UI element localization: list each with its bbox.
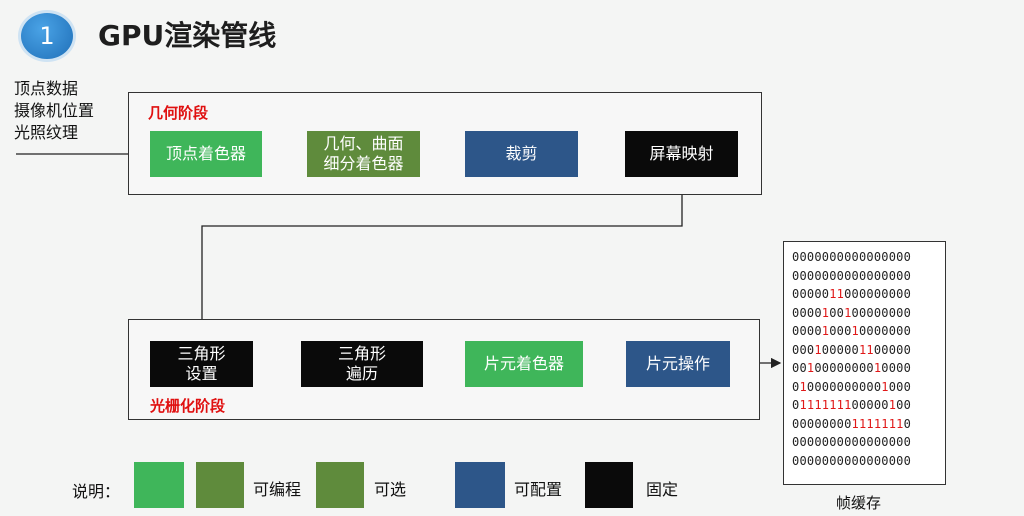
triangle-setup-node: 三角形 设置 <box>150 341 253 387</box>
triangle-setup-line2: 设置 <box>185 364 218 383</box>
screen-mapping-label: 屏幕映射 <box>649 144 714 163</box>
framebuffer-grid: 0000000000000000 0000000000000000 00000110… <box>783 241 946 485</box>
arrow-screen-mapping-to-triangle-setup <box>196 176 683 341</box>
framebuffer-row: 0111111100000100 <box>792 398 911 412</box>
legend-label-optional: 可选 <box>374 480 407 499</box>
page-title: GPU渲染管线 <box>98 19 277 52</box>
vertex-shader-node: 顶点着色器 <box>150 131 262 177</box>
clipping-node: 裁剪 <box>465 131 578 177</box>
legend-swatch-programmable-green <box>134 462 184 508</box>
clipping-label: 裁剪 <box>505 144 538 163</box>
input-camera-position: 摄像机位置 <box>14 101 95 120</box>
geometry-stage-label: 几何阶段 <box>148 104 209 122</box>
input-vertex-data: 顶点数据 <box>14 79 79 98</box>
framebuffer-row: 0100000000001000 <box>792 379 911 394</box>
framebuffer-row: 0010000000010000 <box>792 361 911 375</box>
tessellation-label-line2: 细分着色器 <box>323 154 404 173</box>
framebuffer-row: 0000000000000000 <box>792 250 911 264</box>
screen-mapping-node: 屏幕映射 <box>625 131 738 177</box>
triangle-traversal-line1: 三角形 <box>337 344 386 363</box>
step-number-badge: 1 <box>18 10 76 62</box>
input-lighting-textures: 光照纹理 <box>14 123 79 142</box>
framebuffer-row: 0000000011111110 <box>792 416 911 431</box>
framebuffer-row: 0001000001100000 <box>792 342 911 357</box>
framebuffer-row: 0000100010000000 <box>792 324 911 338</box>
fragment-shader-node: 片元着色器 <box>465 341 583 387</box>
framebuffer-row: 0000100100000000 <box>792 305 911 320</box>
legend-swatch-configurable <box>455 462 505 508</box>
pipeline-inputs: 顶点数据 摄像机位置 光照纹理 <box>14 78 94 144</box>
fragment-operations-node: 片元操作 <box>626 341 730 387</box>
legend-label-programmable: 可编程 <box>253 480 302 499</box>
rasterization-stage-label: 光栅化阶段 <box>150 397 226 415</box>
fragment-operations-label: 片元操作 <box>645 354 710 373</box>
tessellation-label-line1: 几何、曲面 <box>323 134 404 153</box>
triangle-setup-line1: 三角形 <box>177 344 226 363</box>
legend-swatch-optional <box>316 462 364 508</box>
framebuffer-row: 0000011000000000 <box>792 287 911 301</box>
triangle-traversal-line2: 遍历 <box>345 364 378 383</box>
framebuffer-row: 0000000000000000 <box>792 453 911 468</box>
legend-label-configurable: 可配置 <box>514 480 563 499</box>
fragment-shader-label: 片元着色器 <box>483 354 564 373</box>
legend-swatch-fixed <box>585 462 633 508</box>
framebuffer-label: 帧缓存 <box>836 494 882 512</box>
triangle-traversal-node: 三角形 遍历 <box>301 341 423 387</box>
framebuffer-row: 0000000000000000 <box>792 268 911 283</box>
vertex-shader-label: 顶点着色器 <box>165 144 246 163</box>
legend-title: 说明： <box>72 482 121 501</box>
framebuffer-row: 0000000000000000 <box>792 435 911 449</box>
tessellation-geometry-shader-node: 几何、曲面 细分着色器 <box>307 131 420 177</box>
legend-label-fixed: 固定 <box>646 480 679 499</box>
legend-swatch-programmable-olive <box>196 462 244 508</box>
